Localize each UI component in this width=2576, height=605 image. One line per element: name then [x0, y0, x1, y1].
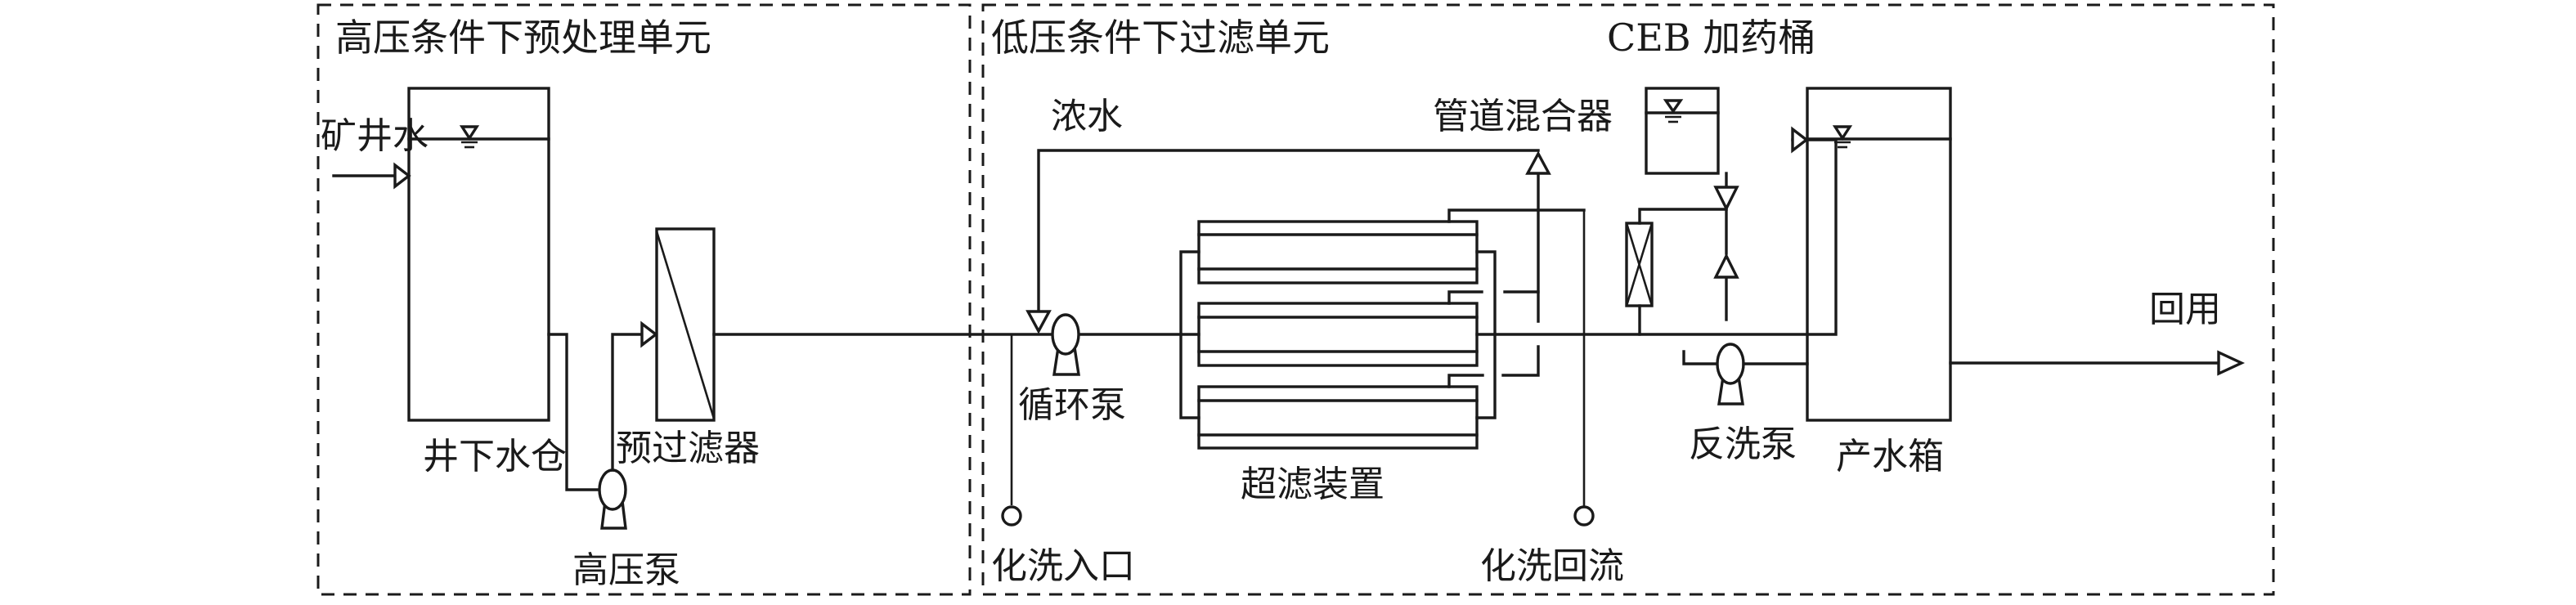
flow-arrow-icon: [640, 320, 658, 348]
mine-water-inlet-arrow: [332, 162, 411, 190]
uf-device: [1179, 172, 1586, 450]
reuse-label: 回用: [2149, 289, 2221, 330]
mixer-feed-pipe: [1638, 208, 1728, 225]
high-pressure-unit-title: 高压条件下预处理单元: [335, 16, 711, 60]
flow-arrow-icon: [1713, 253, 1739, 279]
pipe-sump-to-hp-pump: [547, 333, 601, 491]
high-pressure-pump-icon: [598, 468, 627, 530]
chemical-wash-return-label: 化洗回流: [1480, 545, 1624, 587]
flow-arrow-icon: [1791, 126, 1809, 154]
high-pressure-pump-label: 高压泵: [572, 549, 680, 591]
product-tank-label: 产水箱: [1836, 436, 1944, 477]
underground-sump-label: 井下水仓: [423, 436, 567, 477]
uf-module: [1197, 385, 1479, 450]
pipeline-mixer-label: 管道混合器: [1433, 96, 1613, 137]
circulation-pump-label: 循环泵: [1018, 384, 1126, 426]
flow-arrow-icon: [1525, 150, 1551, 175]
concentrate-label: 浓水: [1051, 96, 1123, 137]
chemical-wash-inlet-port-icon: [1001, 505, 1022, 527]
chemical-wash-return-port-icon: [1573, 505, 1595, 527]
water-level-icon: [459, 125, 480, 149]
low-pressure-unit-boundary: [981, 3, 2275, 596]
backwash-pipe: [1682, 350, 1719, 365]
underground-sump-tank: [407, 87, 550, 422]
circulation-pump-icon: [1051, 313, 1080, 376]
flow-arrow-icon: [1025, 310, 1052, 334]
backwash-pump-label: 反洗泵: [1689, 424, 1797, 465]
chemical-wash-inlet-label: 化洗入口: [991, 545, 1135, 587]
pre-filter-label: 预过滤器: [616, 428, 760, 469]
product-water-tank: [1806, 87, 1952, 422]
pipeline-mixer-icon: [1625, 222, 1654, 307]
uf-device-label: 超滤装置: [1241, 464, 1384, 505]
pipe-hp-pump-to-filter: [611, 333, 643, 472]
mine-water-label: 矿井水: [321, 115, 429, 157]
water-level-icon: [1663, 99, 1684, 123]
low-pressure-unit-title: 低压条件下过滤单元: [991, 16, 1330, 60]
pre-filter-icon: [655, 227, 716, 422]
uf-module: [1197, 302, 1479, 367]
flow-arrow-icon: [2217, 350, 2246, 376]
uf-module: [1197, 220, 1479, 285]
backwash-pump-icon: [1716, 343, 1745, 406]
high-pressure-unit-boundary: [316, 3, 972, 596]
ceb-tank-label: CEB 加药桶: [1607, 16, 1815, 60]
water-level-icon: [1832, 125, 1853, 149]
flow-arrow-icon: [1713, 186, 1739, 212]
concentrate-return-pipe: [1037, 149, 1540, 312]
ceb-tank: [1645, 87, 1720, 175]
